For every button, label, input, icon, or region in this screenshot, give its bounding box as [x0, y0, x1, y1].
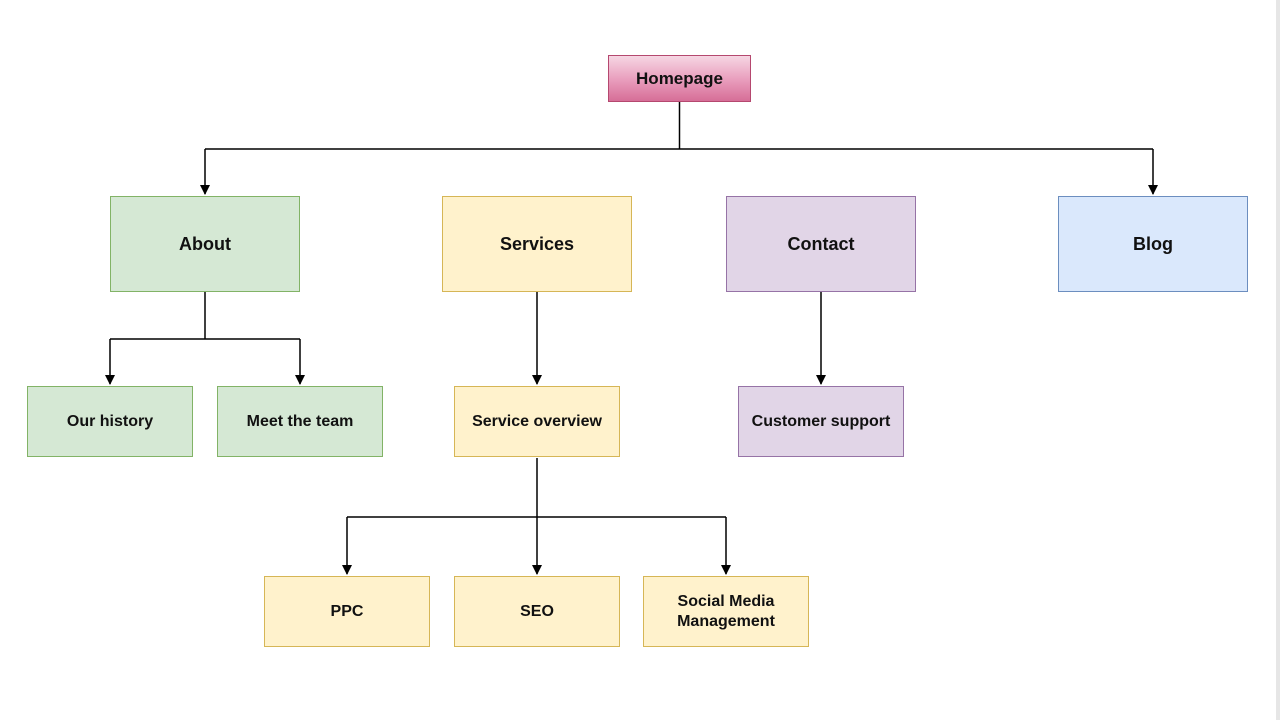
node-our-history[interactable]: Our history: [27, 386, 193, 457]
node-service-overview[interactable]: Service overview: [454, 386, 620, 457]
node-homepage-label: Homepage: [636, 68, 723, 88]
node-contact-label: Contact: [787, 233, 855, 254]
node-social-media-management-label: Social Media Management: [677, 592, 775, 630]
node-blog[interactable]: Blog: [1058, 196, 1248, 292]
node-about-label: About: [179, 233, 231, 254]
node-services[interactable]: Services: [442, 196, 632, 292]
node-service-overview-label: Service overview: [472, 412, 602, 430]
node-seo-label: SEO: [520, 602, 554, 620]
node-ppc[interactable]: PPC: [264, 576, 430, 647]
node-blog-label: Blog: [1133, 233, 1173, 254]
node-meet-the-team-label: Meet the team: [246, 412, 354, 430]
canvas-edge-divider: [1276, 0, 1280, 720]
node-customer-support-label: Customer support: [751, 412, 891, 430]
node-customer-support[interactable]: Customer support: [738, 386, 904, 457]
node-about[interactable]: About: [110, 196, 300, 292]
node-homepage[interactable]: Homepage: [608, 55, 751, 102]
node-contact[interactable]: Contact: [726, 196, 916, 292]
node-ppc-label: PPC: [330, 602, 364, 620]
node-our-history-label: Our history: [66, 412, 154, 430]
node-meet-the-team[interactable]: Meet the team: [217, 386, 383, 457]
node-services-label: Services: [499, 233, 575, 254]
node-seo[interactable]: SEO: [454, 576, 620, 647]
node-social-media-management[interactable]: Social Media Management: [643, 576, 809, 647]
